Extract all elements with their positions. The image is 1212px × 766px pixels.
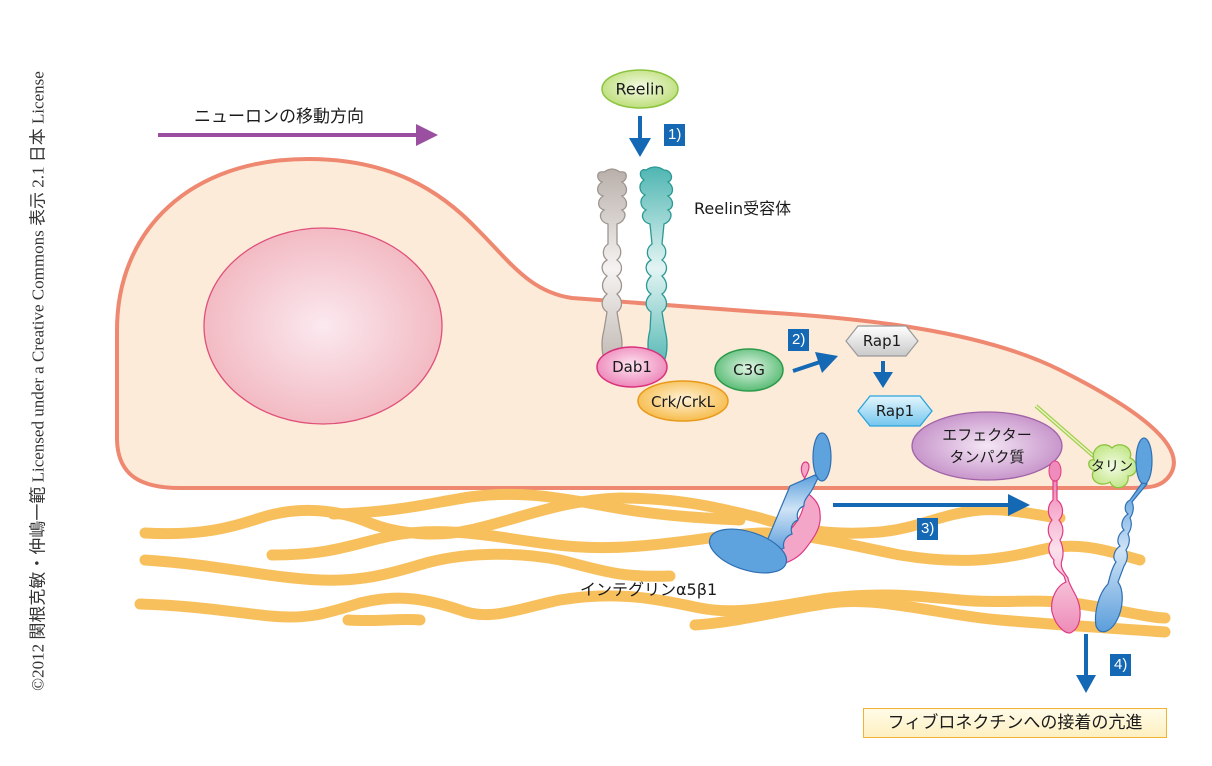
reelin-receptor-gray	[596, 168, 628, 371]
migration-direction-label: ニューロンの移動方向	[194, 107, 364, 127]
reelin-molecule	[601, 69, 679, 109]
step-2-badge: 2)	[788, 329, 810, 351]
rap1-inactive-label: Rap1	[862, 332, 902, 350]
reelin-receptor-teal	[639, 166, 674, 371]
dab1-molecule	[596, 346, 668, 388]
integrin-label: インテグリンα5β1	[580, 580, 718, 599]
result-box: フィブロネクチンへの接着の亢進	[863, 708, 1167, 738]
effector-protein-label: エフェクター タンパク質	[942, 424, 1031, 468]
effector-line-1: エフェクター	[942, 426, 1032, 444]
rap1-inactive-hexagon	[845, 325, 919, 357]
reelin-label: Reelin	[615, 79, 665, 99]
dab1-label: Dab1	[612, 358, 652, 376]
step-3-badge: 3)	[917, 518, 939, 540]
rap1-active-hexagon	[857, 395, 933, 427]
c3g-molecule	[714, 348, 784, 392]
step-1-arrow	[629, 116, 651, 157]
copyright-credit: ©2012 関根克敏・仲嶋一範 Licensed under a Creativ…	[28, 71, 48, 691]
talin-molecule	[1034, 404, 1138, 489]
step-4-badge: 4)	[1110, 654, 1132, 676]
nucleus	[203, 227, 443, 425]
step-2-arrow	[792, 352, 838, 373]
integrin-active-beta	[1094, 437, 1153, 633]
talin-label: タリン	[1091, 459, 1133, 475]
step-1-badge: 1)	[664, 124, 686, 146]
reelin-receptor-label: Reelin受容体	[694, 199, 792, 218]
migration-direction-arrow	[158, 124, 438, 146]
rap1-activation-arrow	[873, 361, 893, 388]
effector-protein	[911, 411, 1063, 481]
effector-line-2: タンパク質	[949, 448, 1025, 466]
integrin-active-alpha	[1047, 460, 1081, 634]
fibronectin-fibers	[134, 488, 1171, 638]
crk-crkl-label: Crk/CrkL	[650, 393, 716, 411]
c3g-label: C3G	[733, 361, 765, 379]
step-4-arrow	[1076, 634, 1096, 693]
rap1-active-label: Rap1	[875, 402, 915, 420]
integrin-inactive	[708, 432, 832, 574]
crk-crkl-molecule	[637, 380, 729, 422]
step-3-arrow	[833, 494, 1030, 516]
